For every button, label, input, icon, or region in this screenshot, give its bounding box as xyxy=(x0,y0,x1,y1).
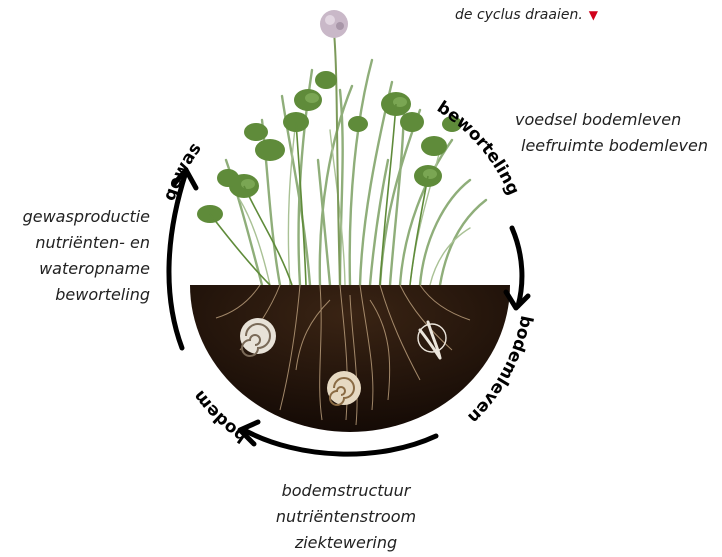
note-bottom-line: ziektewering xyxy=(266,530,426,556)
arrow-beworteling-to-bodemleven xyxy=(512,228,522,306)
soil-cross-section xyxy=(190,285,510,432)
note-right: voedsel bodemleven leefruimte bodemleven xyxy=(515,107,708,159)
label-gewas: gewas xyxy=(160,139,206,203)
note-bottom: bodemstructuur nutriëntenstroom ziektewe… xyxy=(266,478,426,556)
note-left: gewasproductie nutriënten- en wateropnam… xyxy=(23,204,150,308)
note-bottom-line: bodemstructuur xyxy=(266,478,426,504)
note-left-line: gewasproductie xyxy=(23,204,150,230)
note-bottom-line: nutriëntenstroom xyxy=(266,504,426,530)
note-left-line: wateropname xyxy=(23,256,150,282)
note-left-line: nutriënten- en xyxy=(23,230,150,256)
plant-illustration xyxy=(197,10,486,285)
snail-shell-icon xyxy=(327,371,361,405)
label-bodem: bodem xyxy=(189,386,250,446)
note-left-line: beworteling xyxy=(23,282,150,308)
note-right-line: voedsel bodemleven xyxy=(515,107,708,133)
arrow-bodemleven-to-bodem xyxy=(244,430,436,454)
note-right-line: leefruimte bodemleven xyxy=(515,133,708,159)
